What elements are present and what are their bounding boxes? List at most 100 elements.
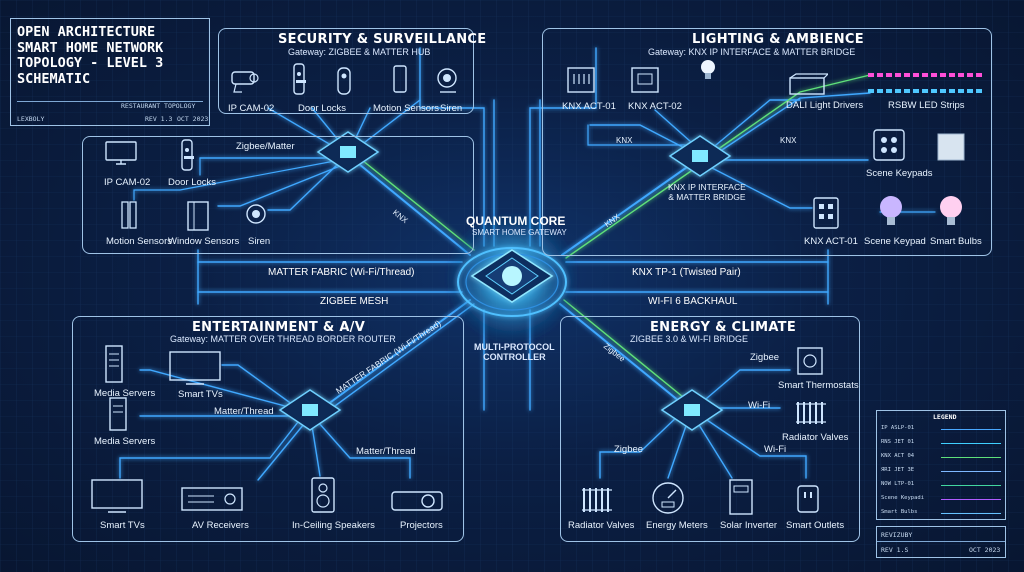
entertainment-gateway: Gateway: MATTER OVER THREAD BORDER ROUTE… xyxy=(170,334,396,344)
diagram-title: OPEN ARCHITECTURE SMART HOME NETWORK TOP… xyxy=(17,24,164,87)
window-sensor-icon[interactable] xyxy=(186,200,212,232)
motion-sensor-icon[interactable] xyxy=(336,66,352,96)
light-device-label-1: KNX ACT-02 xyxy=(628,101,682,112)
ent-device-label-5: In-Ceiling Speakers xyxy=(292,520,375,531)
entertainment-panel xyxy=(72,316,464,542)
legend-row-4: NOW LTP-01 xyxy=(881,481,915,487)
security-gateway: Gateway: ZIGBEE & MATTER HUB xyxy=(288,47,431,57)
lighting-hub xyxy=(668,135,732,177)
smart-outlet-icon[interactable] xyxy=(796,484,820,514)
lighting-knx-tag: KNX xyxy=(616,136,633,145)
sec-device-label-2: Motion Sensors xyxy=(373,103,440,114)
smart-tv-icon[interactable] xyxy=(168,350,224,386)
door-lock-icon[interactable] xyxy=(290,62,310,96)
thermostat-icon[interactable] xyxy=(796,346,824,376)
energy-device-label-1: Radiator Valves xyxy=(782,432,849,443)
legend-row-5: Scene Keypadi xyxy=(881,495,925,501)
sec-device-label-5: Door Locks xyxy=(168,177,217,188)
radiator-icon[interactable] xyxy=(794,398,830,428)
backbone-wifi6: WI-FI 6 BACKHAUL xyxy=(648,296,738,307)
entertainment-title: ENTERTAINMENT & A/V xyxy=(192,320,366,335)
knx-keypad-icon[interactable] xyxy=(812,196,840,230)
projector-icon[interactable] xyxy=(390,484,446,514)
legend-row-0: IP ASLP-01 xyxy=(881,425,915,431)
energy-gateway: ZIGBEE 3.0 & WI-FI BRIDGE xyxy=(630,334,749,344)
light-device-label-6: Scene Keypad xyxy=(864,236,926,247)
led-strip-icon[interactable] xyxy=(866,70,986,96)
revision-label: REVIZUBY xyxy=(881,531,913,539)
monitor-icon[interactable] xyxy=(104,140,140,168)
revision-date: OCT 2023 xyxy=(969,546,1001,554)
security-link-label: Zigbee/Matter xyxy=(236,141,295,152)
lighting-title: LIGHTING & AMBIENCE xyxy=(692,32,864,47)
ip-camera-icon[interactable] xyxy=(228,66,264,94)
ent-device-label-6: Projectors xyxy=(400,520,443,531)
energy-title: ENERGY & CLIMATE xyxy=(650,320,797,335)
ent-link1: Matter/Thread xyxy=(214,406,274,417)
energy-link-zigbee1: Zigbee xyxy=(750,352,780,363)
security-panel-lower xyxy=(82,136,474,254)
light-bulb-icon[interactable] xyxy=(698,58,718,82)
revision-number: REV 1.S xyxy=(881,546,909,554)
title-block-row2-left: LEXBOLY xyxy=(17,115,45,123)
backbone-zigbee: ZIGBEE MESH xyxy=(320,296,389,307)
core-subtitle: SMART HOME GATEWAY xyxy=(472,228,567,237)
light-device-label-2: DALI Light Drivers xyxy=(786,100,864,111)
motion-sensor-icon-2[interactable] xyxy=(120,200,140,230)
ent-device-label-2: Media Servers xyxy=(94,436,156,447)
smart-bulb-icon-2[interactable] xyxy=(938,194,964,228)
knx-actuator-icon[interactable] xyxy=(566,66,596,94)
core-title: QUANTUM CORE xyxy=(466,214,566,228)
media-server-icon[interactable] xyxy=(104,344,126,384)
quantum-core xyxy=(444,210,580,346)
media-server-icon-2[interactable] xyxy=(108,396,130,432)
light-device-label-7: Smart Bulbs xyxy=(930,236,982,247)
lighting-gateway: Gateway: KNX IP INTERFACE & MATTER BRIDG… xyxy=(648,47,856,57)
ent-device-label-4: AV Receivers xyxy=(192,520,249,531)
sec-device-label-4: IP CAM-02 xyxy=(104,177,151,188)
legend-swatch-0 xyxy=(941,429,1001,430)
title-block: OPEN ARCHITECTURE SMART HOME NETWORK TOP… xyxy=(10,18,210,126)
sec-device-label-6: Motion Sensors xyxy=(106,236,173,247)
av-receiver-icon[interactable] xyxy=(180,486,246,514)
energy-link-wifi2: Wi-Fi xyxy=(764,444,787,455)
smart-tv-icon-2[interactable] xyxy=(90,478,146,514)
core-controller: MULTI-PROTOCOL CONTROLLER xyxy=(474,342,555,362)
legend-title: LEGEND xyxy=(933,413,957,421)
light-device-label-3: RSBW LED Strips xyxy=(888,100,965,111)
energy-hub xyxy=(660,389,724,431)
security-title: SECURITY & SURVEILLANCE xyxy=(278,32,487,47)
legend-swatch-5 xyxy=(941,499,1001,500)
sensor-box-icon[interactable] xyxy=(392,64,408,94)
scene-keypad-icon[interactable] xyxy=(872,128,906,162)
sec-device-label-8: Siren xyxy=(248,236,271,247)
door-lock-icon-2[interactable] xyxy=(178,138,198,172)
wall-switch-icon[interactable] xyxy=(936,132,966,162)
solar-inverter-icon[interactable] xyxy=(728,478,754,516)
legend-row-3: ЯRI JET 3E xyxy=(881,467,915,473)
lighting-panel xyxy=(542,28,992,256)
energy-meter-icon[interactable] xyxy=(650,480,686,516)
siren-icon-2[interactable] xyxy=(244,202,268,228)
title-block-row2-right: OCT 2023 xyxy=(177,115,209,123)
light-device-label-4: Scene Keypads xyxy=(866,168,933,179)
energy-link-wifi1: Wi-Fi xyxy=(748,400,771,411)
revision-block: REVIZUBY REV 1.S OCT 2023 xyxy=(876,526,1006,558)
lighting-hub-label: KNX IP INTERFACE & MATTER BRIDGE xyxy=(668,182,746,202)
smart-bulb-icon[interactable] xyxy=(878,194,904,228)
entertainment-hub xyxy=(278,389,342,431)
sec-device-label-1: Door Locks xyxy=(298,103,347,114)
ent-link2: Matter/Thread xyxy=(356,446,416,457)
security-hub xyxy=(316,131,380,173)
siren-icon[interactable] xyxy=(434,66,462,96)
radiator-icon-2[interactable] xyxy=(580,484,616,516)
title-block-row2-mid: REV 1.3 xyxy=(145,115,173,123)
ent-device-label-1: Smart TVs xyxy=(178,389,223,400)
knx-actuator-icon-2[interactable] xyxy=(630,66,660,94)
sec-device-label-3: Siren xyxy=(440,103,463,114)
security-panel xyxy=(218,28,474,114)
dali-driver-icon[interactable] xyxy=(788,72,828,98)
speaker-icon[interactable] xyxy=(310,476,336,514)
